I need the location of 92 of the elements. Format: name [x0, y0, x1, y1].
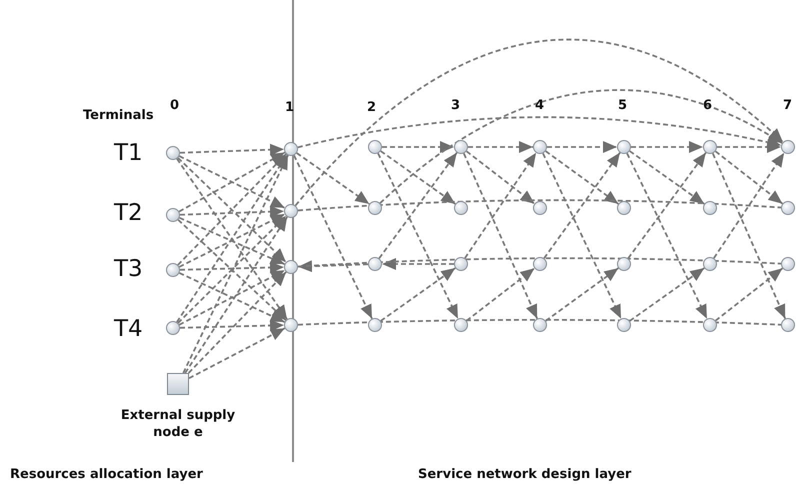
- layer-label: Service network design layer: [418, 467, 632, 482]
- connector: [298, 257, 782, 268]
- arrow: [712, 153, 786, 319]
- arrow: [382, 258, 454, 270]
- arrow: [184, 216, 288, 374]
- network-node: [368, 318, 382, 332]
- network-node: [368, 257, 382, 271]
- arrow: [466, 150, 535, 204]
- network-node: [617, 257, 631, 271]
- arrow: [380, 150, 456, 205]
- arrow: [626, 152, 708, 320]
- arrow: [464, 152, 537, 259]
- arrow: [296, 152, 370, 205]
- network-node: [703, 201, 717, 215]
- network-node: [781, 257, 795, 271]
- arrow: [188, 327, 286, 380]
- network-node: [617, 201, 631, 215]
- arrow: [188, 271, 287, 374]
- arrow: [294, 39, 784, 206]
- column-number: 1: [285, 100, 294, 115]
- network-node: [617, 140, 631, 154]
- arrow: [293, 154, 373, 320]
- arrow: [627, 152, 707, 259]
- terminal-label: T2: [114, 200, 143, 226]
- network-node: [166, 146, 180, 160]
- arrow: [298, 116, 782, 148]
- network-node: [284, 318, 298, 332]
- arrow: [298, 260, 368, 272]
- network-node: [533, 318, 547, 332]
- network-node: [703, 140, 717, 154]
- column-number: 4: [535, 98, 544, 113]
- layer-label: Resources allocation layer: [10, 467, 203, 482]
- network-node: [284, 204, 298, 218]
- arrow: [380, 267, 456, 322]
- column-number: 7: [783, 98, 792, 113]
- column-number: 6: [703, 98, 712, 113]
- network-node: [454, 140, 468, 154]
- column-number: 0: [170, 98, 180, 113]
- arrow: [629, 267, 705, 322]
- network-node: [781, 201, 795, 215]
- network-node: [166, 321, 180, 335]
- connector: [298, 199, 782, 212]
- arrow: [380, 89, 783, 204]
- arrow: [629, 150, 705, 205]
- arrow: [545, 150, 619, 205]
- arrow: [180, 144, 284, 156]
- network-node: [454, 201, 468, 215]
- network-node: [781, 140, 795, 154]
- network-node: [166, 208, 180, 222]
- network-node: [368, 201, 382, 215]
- arrow: [180, 320, 284, 332]
- arrow: [543, 152, 621, 259]
- column-number: 2: [367, 100, 376, 115]
- network-node: [533, 201, 547, 215]
- arrow: [378, 152, 458, 259]
- arrow: [468, 141, 533, 153]
- arrow: [180, 262, 284, 274]
- arrow: [631, 141, 703, 153]
- supply-node-box: [167, 373, 189, 395]
- arrow: [382, 141, 454, 153]
- network-node: [454, 257, 468, 271]
- arrow: [717, 141, 781, 153]
- column-number: 3: [451, 98, 460, 113]
- network-node: [368, 140, 382, 154]
- network-node: [703, 257, 717, 271]
- network-node: [533, 140, 547, 154]
- arrow: [713, 152, 785, 259]
- network-node: [533, 257, 547, 271]
- network-node: [284, 260, 298, 274]
- axis-heading: Terminals: [83, 108, 154, 123]
- arrow: [547, 141, 617, 153]
- arrow: [463, 153, 538, 319]
- arrow: [542, 152, 622, 320]
- arrow: [180, 206, 284, 218]
- network-node: [166, 263, 180, 277]
- connector: [298, 318, 782, 326]
- terminal-label: T4: [114, 316, 143, 342]
- arrow: [377, 152, 459, 320]
- network-node: [703, 318, 717, 332]
- column-number: 5: [618, 98, 628, 113]
- arrow: [182, 154, 289, 374]
- terminal-label: T1: [114, 140, 143, 166]
- network-node: [617, 318, 631, 332]
- terminal-label: T3: [114, 256, 143, 282]
- network-node: [781, 318, 795, 332]
- arrow: [545, 267, 619, 322]
- network-node: [284, 142, 298, 156]
- node-caption: External supply node e: [120, 407, 236, 441]
- arrow: [714, 150, 784, 204]
- network-node: [454, 318, 468, 332]
- arrow: [466, 268, 535, 322]
- arrow: [714, 268, 784, 322]
